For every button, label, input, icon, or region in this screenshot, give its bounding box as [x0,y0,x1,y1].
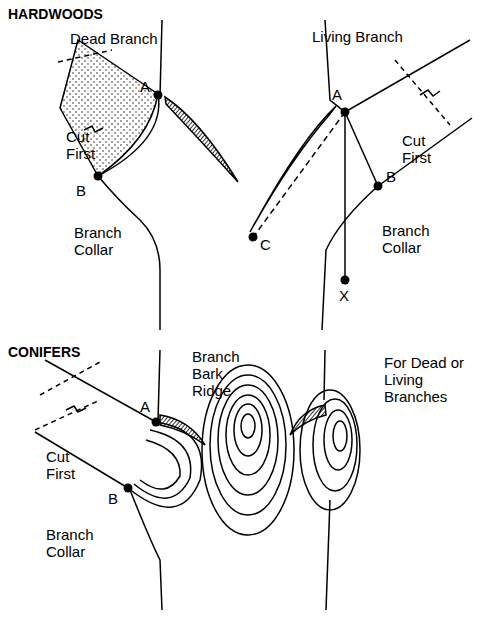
part-label: Living Branch [312,28,422,45]
section-heading: HARDWOODS [8,6,148,23]
section-heading: CONIFERS [8,344,148,361]
cut-label: Cut First [46,448,90,482]
part-label: Branch Bark Ridge [192,348,254,399]
cut-label: Cut First [402,132,446,166]
point-label: A [332,86,352,103]
part-label: Branch Collar [382,222,452,256]
point-label: A [140,78,160,95]
note-label: For Dead or Living Branches [384,354,474,405]
part-label: Dead Branch [70,30,180,47]
cut-label: Cut First [66,128,110,162]
point-label: B [108,490,128,507]
point-label: B [386,168,406,185]
point-label: C [260,236,280,253]
point-label: B [76,182,96,199]
point-label: A [140,398,160,415]
part-label: Branch Collar [46,526,116,560]
part-label: Branch Collar [74,224,144,258]
point-label: X [339,287,359,304]
